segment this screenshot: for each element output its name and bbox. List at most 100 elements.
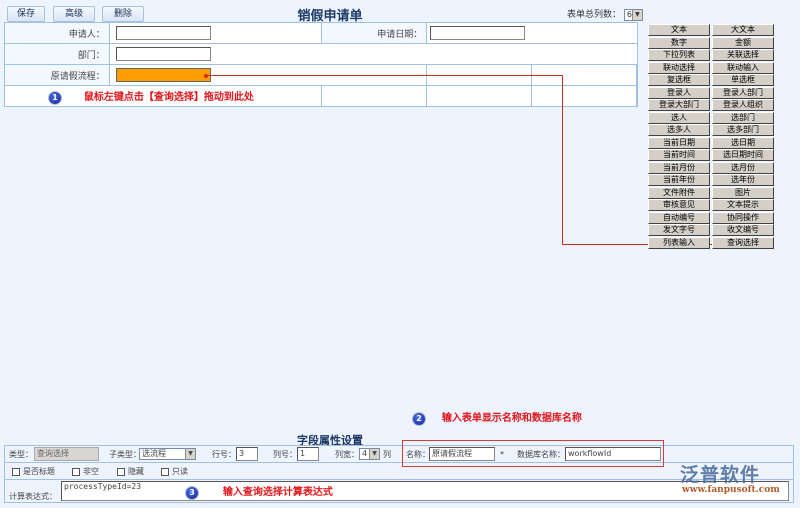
palette-select-person[interactable]: 选人 [648,111,710,124]
field-properties-panel: 类型： 查询选择 子类型： 选流程 ▼ 行号： 3 列号： 1 列宽： 4 ▼ … [4,445,794,503]
checkbox-icon [12,467,20,476]
palette-login-user[interactable]: 登录人 [648,86,710,99]
readonly-checkbox[interactable]: 只读 [161,466,188,477]
type-field: 查询选择 [34,447,99,461]
department-label: 部门： [4,43,110,65]
apply-date-input[interactable] [430,26,526,40]
subtype-label: 子类型： [109,450,141,459]
palette-radio[interactable]: 单选框 [712,74,774,86]
apply-date-cell [426,22,638,44]
palette-list-input[interactable]: 列表输入 [648,236,710,249]
palette-current-time[interactable]: 当前时间 [648,149,710,161]
advanced-button[interactable]: 高级 [53,6,95,22]
department-input[interactable] [115,47,211,61]
chevron-down-icon: ▼ [369,449,379,459]
brand-text: 泛普软件 [680,464,761,486]
applicant-input[interactable] [115,26,211,40]
palette-related-select[interactable]: 关联选择 [712,49,774,61]
drag-connector-line [562,244,728,245]
chevron-down-icon: ▼ [185,449,195,459]
checkbox-icon [72,467,80,476]
step1-annotation: 1 鼠标左键点击【查询选择】拖动到此处 [3,85,323,107]
column-count-label: 表单总列数： [567,10,622,20]
palette-receipt-number[interactable]: 收文编号 [712,224,774,236]
applicant-cell [108,22,323,44]
is-title-label: 是否标题 [23,467,55,476]
palette-login-user-org[interactable]: 登录人组织 [712,99,774,111]
column-number-label: 列号： [273,450,297,459]
palette-query-select[interactable]: 查询选择 [712,236,774,249]
palette-large-text[interactable]: 大文本 [712,24,774,36]
palette-text[interactable]: 文本 [648,24,710,36]
palette-select-dept[interactable]: 选部门 [712,111,774,124]
properties-row-1: 类型： 查询选择 子类型： 选流程 ▼ 行号： 3 列号： 1 列宽： 4 ▼ … [5,446,793,463]
palette-current-year[interactable]: 当前年份 [648,174,710,186]
delete-button[interactable]: 删除 [102,6,144,22]
column-width-select[interactable]: 4 ▼ [359,448,380,460]
palette-collab-operation[interactable]: 协同操作 [712,211,774,224]
palette-select-month[interactable]: 选月份 [712,161,774,174]
original-leave-flow-input[interactable] [115,68,211,82]
palette-text-hint[interactable]: 文本提示 [712,199,774,211]
step-3-badge: 3 [186,486,198,499]
empty-cell [321,85,428,107]
palette-amount[interactable]: 金额 [712,36,774,49]
subtype-select[interactable]: 选流程 ▼ [139,448,196,460]
drag-connector-line [562,75,563,245]
palette-select-multi-dept[interactable]: 选多部门 [712,124,774,136]
apply-date-label: 申请日期： [321,22,428,44]
column-width-unit: 列 [383,450,391,459]
applicant-label: 申请人： [4,22,110,44]
palette-review-opinion[interactable]: 审核意见 [648,199,710,211]
expression-label: 计算表达式： [9,492,57,501]
subtype-value: 选流程 [142,449,166,458]
name-db-highlight-box [402,440,664,467]
palette-current-date[interactable]: 当前日期 [648,136,710,149]
drag-connector-line [206,75,563,76]
not-null-checkbox[interactable]: 非空 [72,466,99,477]
step-2-badge: 2 [413,412,425,425]
step-1-badge: 1 [49,91,61,104]
name-input[interactable]: 原请假流程 [429,447,495,461]
palette-cascade-input[interactable]: 联动输入 [712,61,774,74]
checkbox-icon [161,467,169,476]
name-label: 名称： [406,450,430,459]
column-width-label: 列宽： [335,450,359,459]
row-number-input[interactable]: 3 [236,447,258,461]
expression-textarea[interactable]: processTypeId=23 [61,481,789,501]
is-title-checkbox[interactable]: 是否标题 [12,466,55,477]
palette-login-major-dept[interactable]: 登录大部门 [648,99,710,111]
palette-image[interactable]: 图片 [712,186,774,199]
properties-row-2: 是否标题 非空 隐藏 只读 [5,463,793,480]
empty-cell [636,64,638,86]
column-count-select[interactable]: 6 ▼ [623,8,643,21]
palette-login-user-dept[interactable]: 登录人部门 [712,86,774,99]
palette-select-date[interactable]: 选日期 [712,136,774,149]
palette-select-datetime[interactable]: 选日期时间 [712,149,774,161]
palette-dispatch-number[interactable]: 发文字号 [648,224,710,236]
palette-dropdown[interactable]: 下拉列表 [648,49,710,61]
column-count-value: 6 [626,9,632,19]
palette-cascade-select[interactable]: 联动选择 [648,61,710,74]
hidden-checkbox[interactable]: 隐藏 [117,466,144,477]
fanpusoft-logo: 泛普软件 www.fanpusoft.com [670,460,780,495]
save-button[interactable]: 保存 [7,6,45,22]
chevron-down-icon: ▼ [631,9,642,20]
type-label: 类型： [9,450,33,459]
step2-text: 输入表单显示名称和数据库名称 [441,413,582,424]
table-row: 申请人： 申请日期： [4,22,638,44]
step1-text: 鼠标左键点击【查询选择】拖动到此处 [83,92,254,104]
palette-select-multi-person[interactable]: 选多人 [648,124,710,136]
palette-file-attachment[interactable]: 文件附件 [648,186,710,199]
step3-annotation: 3 输入查询选择计算表达式 [186,483,333,499]
properties-row-3: 计算表达式： processTypeId=23 [5,480,793,503]
palette-current-month[interactable]: 当前月份 [648,161,710,174]
palette-number[interactable]: 数字 [648,36,710,49]
db-name-input[interactable]: workflowId [565,447,661,461]
palette-select-year[interactable]: 选年份 [712,174,774,186]
original-leave-flow-label: 原请假流程： [4,64,110,86]
column-number-input[interactable]: 1 [297,447,319,461]
palette-auto-number[interactable]: 自动编号 [648,211,710,224]
palette-checkbox[interactable]: 复选框 [648,74,710,86]
table-row: 部门： [4,43,639,65]
